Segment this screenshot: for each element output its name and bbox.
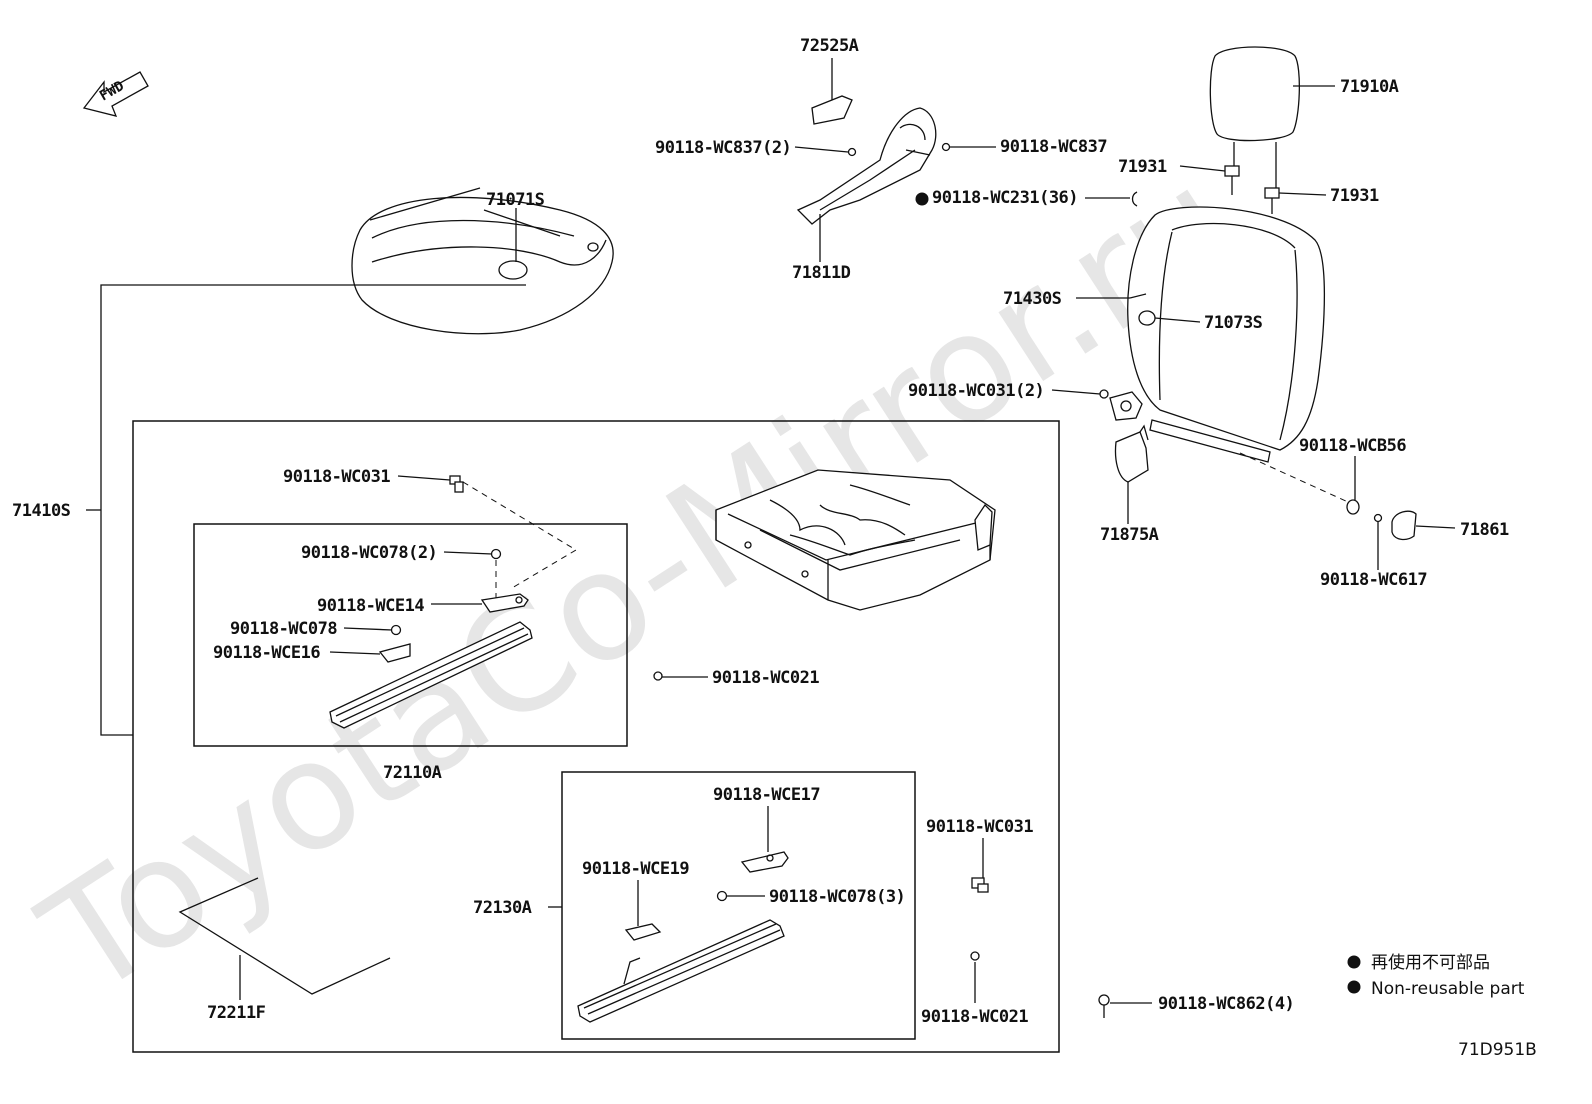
- bolt-icon: [971, 877, 989, 893]
- seat-rail-left: [329, 621, 533, 729]
- screw-icon: [1098, 994, 1110, 1018]
- recliner-knob: [1391, 510, 1417, 541]
- label-71861: 71861: [1460, 520, 1509, 540]
- label-71073S: 71073S: [1204, 313, 1263, 333]
- rail-bracket: [624, 923, 662, 941]
- hog-ring-icon: [1131, 191, 1138, 207]
- seat-cushion-frame: [715, 469, 996, 611]
- screw-icon: [653, 671, 663, 681]
- label-90118-WC021-bot: 90118-WC021: [921, 1007, 1028, 1027]
- label-72525A: 72525A: [800, 36, 859, 56]
- label-90118-WC617: 90118-WC617: [1320, 570, 1427, 590]
- nut-icon: [716, 890, 728, 902]
- rail-72110A-box: [193, 523, 628, 747]
- label-72211F: 72211F: [207, 1003, 266, 1023]
- label-90118-WC837: 90118-WC837: [1000, 137, 1107, 157]
- label-71430S: 71430S: [1003, 289, 1062, 309]
- headrest-guide: [1264, 187, 1280, 214]
- label-71910A: 71910A: [1340, 77, 1399, 97]
- label-71811D: 71811D: [792, 263, 851, 283]
- legend-english: Non-reusable part: [1371, 979, 1525, 999]
- rail-bracket: [480, 593, 529, 613]
- label-90118-WCE19: 90118-WCE19: [582, 859, 689, 879]
- label-90118-WC078-3: 90118-WC078(3): [769, 887, 905, 907]
- clip-icon: [1099, 389, 1109, 399]
- label-71071S: 71071S: [486, 190, 545, 210]
- label-71931-a: 71931: [1118, 157, 1167, 177]
- screw-icon: [847, 147, 857, 157]
- diagram-code: 71D951B: [1458, 1040, 1537, 1060]
- nut-icon: [390, 624, 402, 636]
- screw-icon: [941, 142, 951, 152]
- label-90118-WC031-2: 90118-WC031(2): [908, 381, 1044, 401]
- bracket-cover: [811, 95, 853, 125]
- headrest: [1209, 46, 1301, 188]
- bolt-icon: [449, 475, 464, 493]
- screw-icon: [1373, 513, 1383, 523]
- label-90118-WC231-36: 90118-WC231(36): [932, 188, 1078, 208]
- label-90118-WC078-2: 90118-WC078(2): [301, 543, 437, 563]
- seat-rail-right: [577, 919, 785, 1023]
- label-72110A: 72110A: [383, 763, 442, 783]
- label-71931-b: 71931: [1330, 186, 1379, 206]
- recliner-bracket: [1109, 391, 1143, 421]
- label-72130A: 72130A: [473, 898, 532, 918]
- seat-cushion-pad: [351, 196, 614, 335]
- legend-marker-icon: [1347, 955, 1361, 969]
- clip-icon: [1346, 499, 1360, 515]
- headrest-guide: [1224, 165, 1240, 195]
- label-90118-WCE16: 90118-WCE16: [213, 643, 320, 663]
- legend-japanese: 再使用不可部品: [1371, 952, 1490, 973]
- seat-wire: [178, 877, 391, 995]
- label-90118-WC031-top: 90118-WC031: [283, 467, 390, 487]
- rail-bracket: [378, 643, 411, 663]
- recliner-cover: [1114, 424, 1149, 483]
- rail-72130A-box: [561, 771, 916, 1040]
- seat-side-bracket: [796, 107, 937, 225]
- legend: 再使用不可部品 Non-reusable part: [1347, 952, 1525, 999]
- label-71410S: 71410S: [12, 501, 71, 521]
- label-90118-WC837-2: 90118-WC837(2): [655, 138, 791, 158]
- label-90118-WCE17: 90118-WCE17: [713, 785, 820, 805]
- non-reusable-marker: [915, 192, 929, 206]
- seat-back: [1127, 206, 1326, 463]
- label-90118-WC862-4: 90118-WC862(4): [1158, 994, 1294, 1014]
- fwd-arrow-icon: FWD: [82, 71, 149, 117]
- seat-adjuster-box: [132, 420, 1060, 1053]
- leader-lines: [86, 58, 1456, 1004]
- label-90118-WC078: 90118-WC078: [230, 619, 337, 639]
- label-90118-WC021-mid: 90118-WC021: [712, 668, 819, 688]
- screw-icon: [970, 951, 980, 961]
- label-71875A: 71875A: [1100, 525, 1159, 545]
- rail-bracket: [740, 851, 789, 873]
- legend-marker-icon: [1347, 980, 1361, 994]
- label-90118-WC031-right: 90118-WC031: [926, 817, 1033, 837]
- label-90118-WCE14: 90118-WCE14: [317, 596, 424, 616]
- label-90118-WCB56: 90118-WCB56: [1299, 436, 1406, 456]
- nut-icon: [490, 548, 502, 560]
